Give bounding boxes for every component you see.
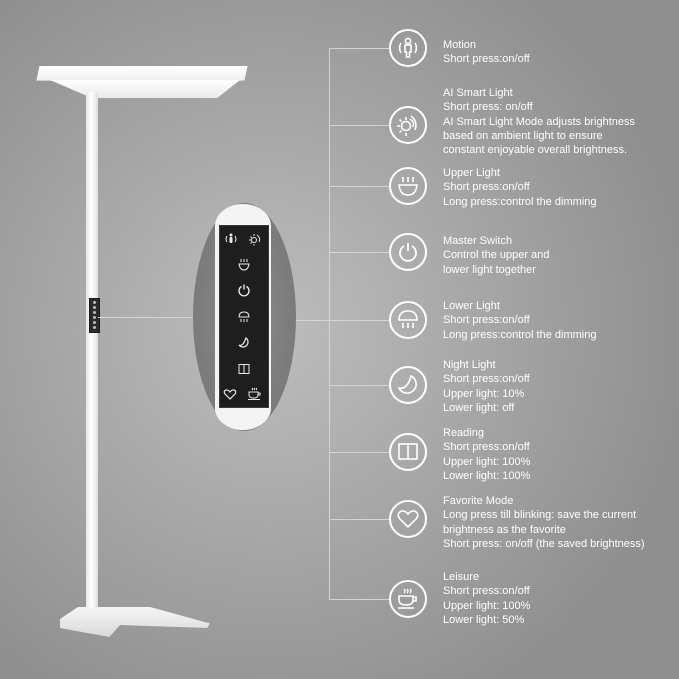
feature-line: lower light together: [443, 263, 536, 276]
control-panel: [219, 225, 269, 408]
reading-book-icon: [389, 433, 427, 471]
feature-favorite-mode: Favorite Mode Long press till blinking: …: [443, 494, 645, 551]
favorite-heart-icon[interactable]: [223, 388, 237, 401]
feature-motion: Motion Short press:on/off: [443, 38, 530, 67]
connector-line: [329, 186, 389, 187]
connector-line: [329, 48, 389, 49]
feature-line: Short press:on/off: [443, 181, 530, 194]
lamp-head-top: [36, 66, 248, 80]
feature-line: based on ambient light to ensure: [443, 129, 603, 142]
feature-line: Short press:on/off: [443, 441, 530, 454]
feature-night-light: Night Light Short press:on/off Upper lig…: [443, 358, 530, 415]
feature-line: Short press:on/off: [443, 373, 530, 386]
feature-title: Favorite Mode: [443, 495, 514, 507]
feature-line: Upper light: 10%: [443, 387, 525, 400]
feature-line: Long press:control the dimming: [443, 195, 597, 208]
lower-light-icon: [389, 301, 427, 339]
feature-line: Lower light: off: [443, 401, 515, 414]
night-light-moon-icon[interactable]: [237, 336, 251, 350]
favorite-heart-icon: [389, 500, 427, 538]
connector-line: [329, 519, 389, 520]
ai-smart-light-icon[interactable]: [248, 232, 262, 246]
feature-line: Short press: on/off: [443, 101, 533, 114]
power-icon[interactable]: [237, 283, 251, 297]
upper-light-icon[interactable]: [237, 257, 251, 271]
feature-title: Night Light: [443, 359, 496, 371]
feature-line: AI Smart Light Mode adjusts brightness: [443, 115, 635, 128]
connector-line: [296, 320, 330, 321]
feature-title: Master Switch: [443, 235, 513, 247]
feature-line: Control the upper and: [443, 249, 550, 262]
feature-title: Lower Light: [443, 300, 500, 312]
feature-title: Reading: [443, 427, 484, 439]
ai-smart-light-icon: [389, 106, 427, 144]
connector-line: [329, 252, 389, 253]
feature-upper-light: Upper Light Short press:on/off Long pres…: [443, 166, 596, 209]
reading-book-icon[interactable]: [237, 362, 251, 376]
leisure-cup-icon[interactable]: [247, 387, 263, 401]
feature-title: Motion: [443, 39, 477, 51]
lamp-base: [60, 607, 210, 637]
feature-line: Long press till blinking: save the curre…: [443, 509, 637, 522]
night-light-moon-icon: [389, 366, 427, 404]
feature-master-switch: Master Switch Control the upper and lowe…: [443, 234, 549, 277]
lamp-head-light-panel: [50, 80, 240, 98]
feature-lower-light: Lower Light Short press:on/off Long pres…: [443, 299, 596, 342]
feature-line: Short press:on/off: [443, 585, 530, 598]
connector-line: [329, 385, 389, 386]
lamp-touch-panel: [89, 298, 100, 333]
feature-line: Short press: on/off (the saved brightnes…: [443, 537, 645, 550]
feature-reading: Reading Short press:on/off Upper light: …: [443, 426, 530, 483]
feature-line: Lower light: 50%: [443, 613, 525, 626]
feature-line: Upper light: 100%: [443, 599, 531, 612]
leisure-cup-icon: [389, 580, 427, 618]
feature-title: AI Smart Light: [443, 87, 513, 99]
feature-title: Upper Light: [443, 167, 500, 179]
feature-line: constant enjoyable overall brightness.: [443, 144, 628, 157]
connector-line: [329, 452, 389, 453]
connector-line: [329, 599, 389, 600]
lamp-pole: [86, 92, 98, 612]
connector-line: [329, 320, 389, 321]
feature-title: Leisure: [443, 571, 480, 583]
lower-light-icon[interactable]: [237, 310, 251, 324]
connector-line: [329, 125, 389, 126]
motion-sensor-icon: [389, 29, 427, 67]
connector-bracket: [329, 48, 330, 600]
feature-leisure: Leisure Short press:on/off Upper light: …: [443, 570, 530, 627]
connector-line: [98, 317, 194, 318]
feature-line: Short press:on/off: [443, 53, 530, 66]
feature-line: Lower light: 100%: [443, 469, 531, 482]
feature-line: Short press:on/off: [443, 314, 530, 327]
power-icon: [389, 233, 427, 271]
motion-sensor-icon[interactable]: [224, 233, 238, 245]
feature-line: brightness as the favorite: [443, 523, 566, 536]
feature-line: Upper light: 100%: [443, 455, 531, 468]
feature-ai-smart-light: AI Smart Light Short press: on/off AI Sm…: [443, 86, 635, 157]
feature-line: Long press:control the dimming: [443, 328, 597, 341]
upper-light-icon: [389, 167, 427, 205]
